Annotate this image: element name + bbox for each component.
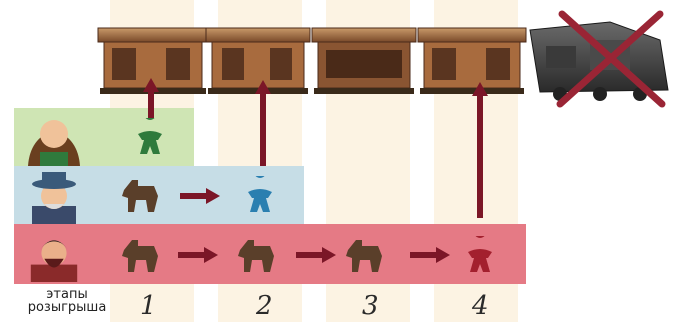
horse-meeple-icon bbox=[122, 180, 158, 212]
stage-number-3: 3 bbox=[362, 291, 379, 321]
train-car-icon bbox=[311, 27, 417, 94]
train-car-icon bbox=[97, 27, 209, 94]
horse-meeple-icon bbox=[122, 240, 158, 272]
horse-meeple-icon bbox=[238, 240, 274, 272]
arrow-up-icon bbox=[143, 78, 159, 118]
arrow-up-icon bbox=[472, 82, 488, 218]
train-illustration bbox=[97, 10, 669, 108]
horse-meeple-icon bbox=[346, 240, 382, 272]
stage-label-line-1: этапы bbox=[46, 287, 88, 302]
train-car-icon bbox=[417, 27, 527, 94]
stage-number-1: 1 bbox=[140, 291, 157, 321]
arrow-right-icon bbox=[178, 247, 218, 263]
stage-number-2: 2 bbox=[256, 291, 273, 321]
person-meeple-icon bbox=[248, 176, 272, 212]
stage-label: этапы розыгрыша bbox=[12, 288, 122, 314]
stage-label-line-2: розыгрыша bbox=[27, 300, 107, 315]
stage-number-4: 4 bbox=[472, 291, 489, 321]
portrait-red-man bbox=[30, 240, 78, 282]
arrow-right-icon bbox=[180, 188, 220, 204]
cross-out-icon bbox=[556, 10, 666, 108]
arrow-right-icon bbox=[410, 247, 450, 263]
person-meeple-icon bbox=[468, 236, 492, 272]
person-meeple-icon bbox=[138, 118, 162, 154]
arrow-up-icon bbox=[255, 80, 271, 166]
portrait-green-woman bbox=[28, 120, 80, 166]
portrait-blue-man bbox=[32, 172, 76, 224]
arrow-right-icon bbox=[296, 247, 336, 263]
